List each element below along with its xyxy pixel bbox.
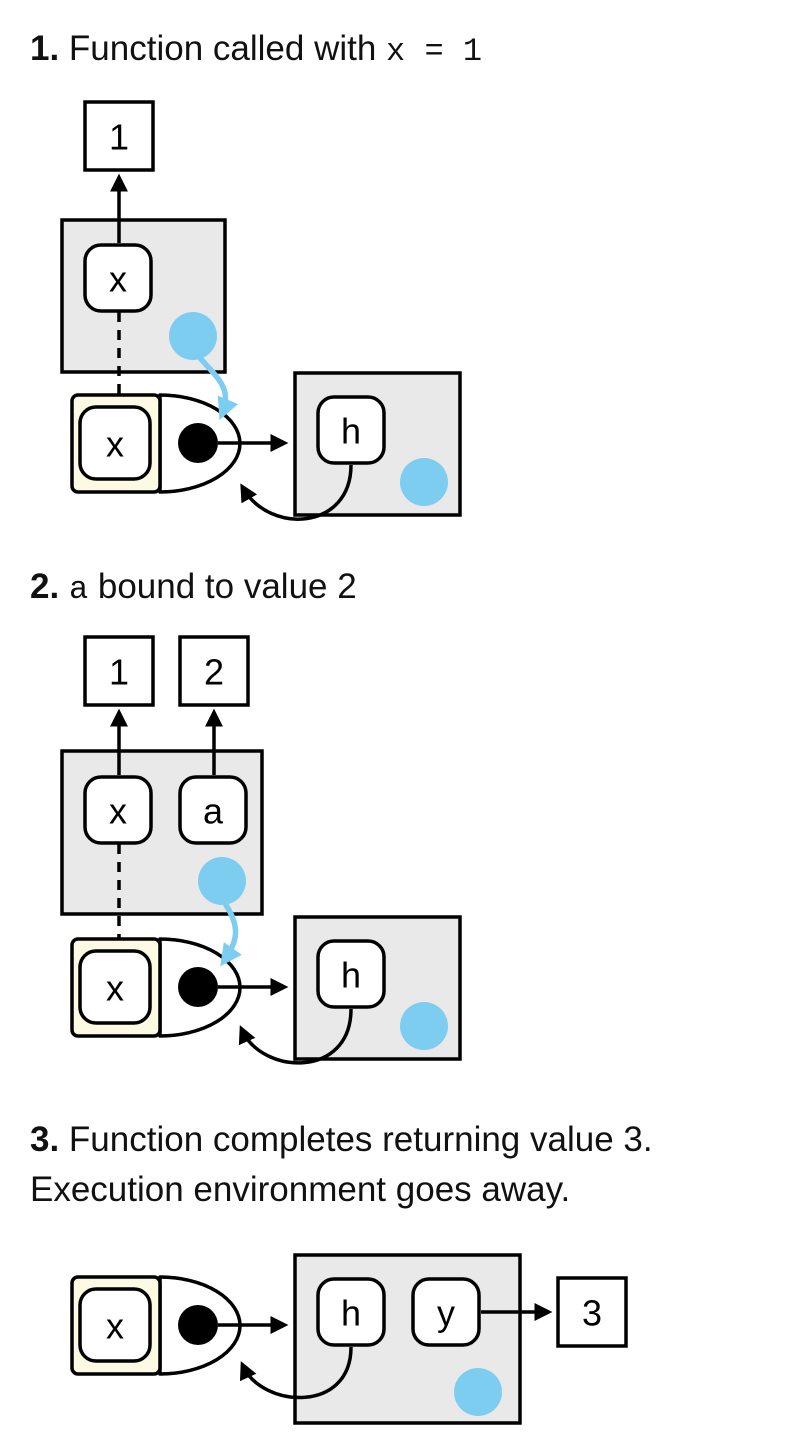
fn-arg-box [78,949,152,1025]
var-label: x [109,790,127,831]
value-label: 1 [109,651,129,692]
title-text: Function called with [59,29,387,68]
exec-env-marker-dot [169,312,217,361]
exec-env-marker-arrow [197,355,239,421]
value-label: 1 [109,117,129,158]
value-label: 2 [204,651,224,692]
exec-env-marker-dot [198,856,246,905]
step-number: 1. [30,29,60,68]
var-label-y: y [437,1293,455,1334]
var-box-h [316,1277,386,1347]
title-text-line1: Function completes returning value 3. [59,1119,653,1159]
h-binding-curved-arrow [240,1347,353,1400]
step-3-title: 3. Function completes returning value 3.… [30,1115,781,1214]
var-label-h: h [341,411,361,452]
title-code: x = 1 [386,33,483,70]
function-env-pointer-dot [178,1305,218,1346]
step-number: 2. [30,567,60,607]
step-1-title: 1. Function called with x = 1 [30,24,781,74]
value-label: 3 [582,1293,602,1334]
step-3-diagram: x h y 3 [70,1253,628,1425]
var-label: x [109,259,127,300]
title-code: a [68,571,89,609]
value-box [178,635,250,707]
step-2-title: 2. a bound to value 2 [30,562,781,612]
env-marker-dot [400,1001,448,1050]
value-box [556,1276,628,1348]
value-box [83,635,155,707]
exec-env-marker-arrow [220,902,242,967]
var-box [83,775,153,845]
fn-arg-box [78,405,152,482]
env-marker-dot [400,458,448,507]
var-box [83,243,153,314]
var-box-h [316,939,386,1009]
h-binding-curved-arrow [238,1008,353,1065]
h-binding-curved-arrow [240,465,353,522]
step-number: 3. [30,1119,60,1159]
var-label: a [203,790,224,831]
env-marker-dot [454,1368,502,1417]
fn-arg-label: x [106,424,124,465]
value-box [83,100,155,173]
function-env-pointer-dot [178,423,218,464]
var-box [178,775,248,845]
fn-arg-label: x [106,967,124,1008]
var-label-h: h [341,954,361,995]
step-2-diagram: 1 2 x a x h [60,635,462,1065]
var-box-y [411,1277,481,1347]
var-label-h: h [341,1293,361,1334]
function-env-pointer-dot [178,966,218,1007]
title-text: bound to value 2 [88,567,357,607]
step-1-diagram: 1 x x h [60,100,462,522]
fn-arg-box [78,1287,152,1363]
fn-arg-label: x [106,1306,124,1347]
var-box-h [316,395,386,466]
title-text-line2: Execution environment goes away. [30,1169,571,1209]
